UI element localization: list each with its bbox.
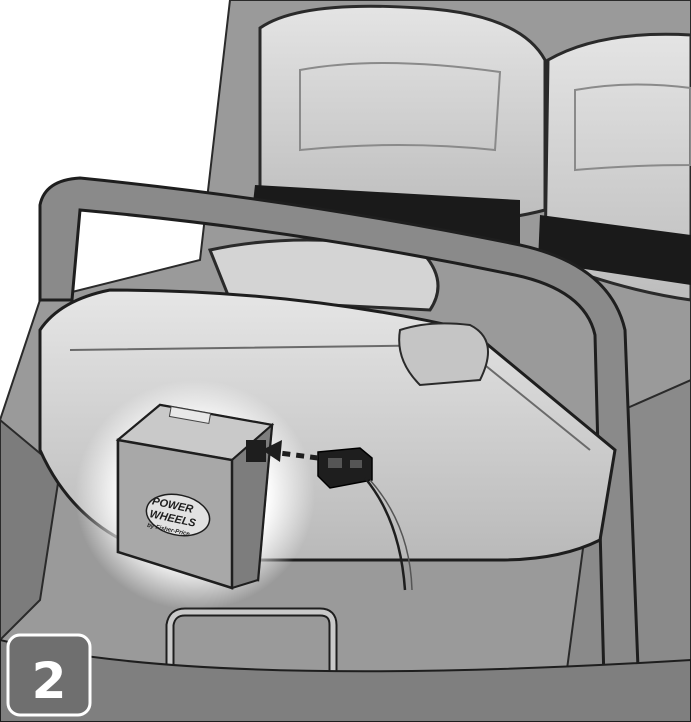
- battery: [115, 403, 275, 590]
- battery-connector: [317, 447, 373, 489]
- seat-left: [207, 4, 547, 312]
- dashed-arrow-icon: [262, 440, 319, 462]
- step-badge: 2: [6, 633, 92, 717]
- connector-cable: [364, 477, 407, 591]
- connector-cable-secondary: [369, 479, 413, 591]
- seat-right: [538, 32, 691, 302]
- roll-bar: [38, 176, 642, 722]
- tray-handle: [165, 607, 338, 700]
- step-number: 2: [32, 652, 67, 710]
